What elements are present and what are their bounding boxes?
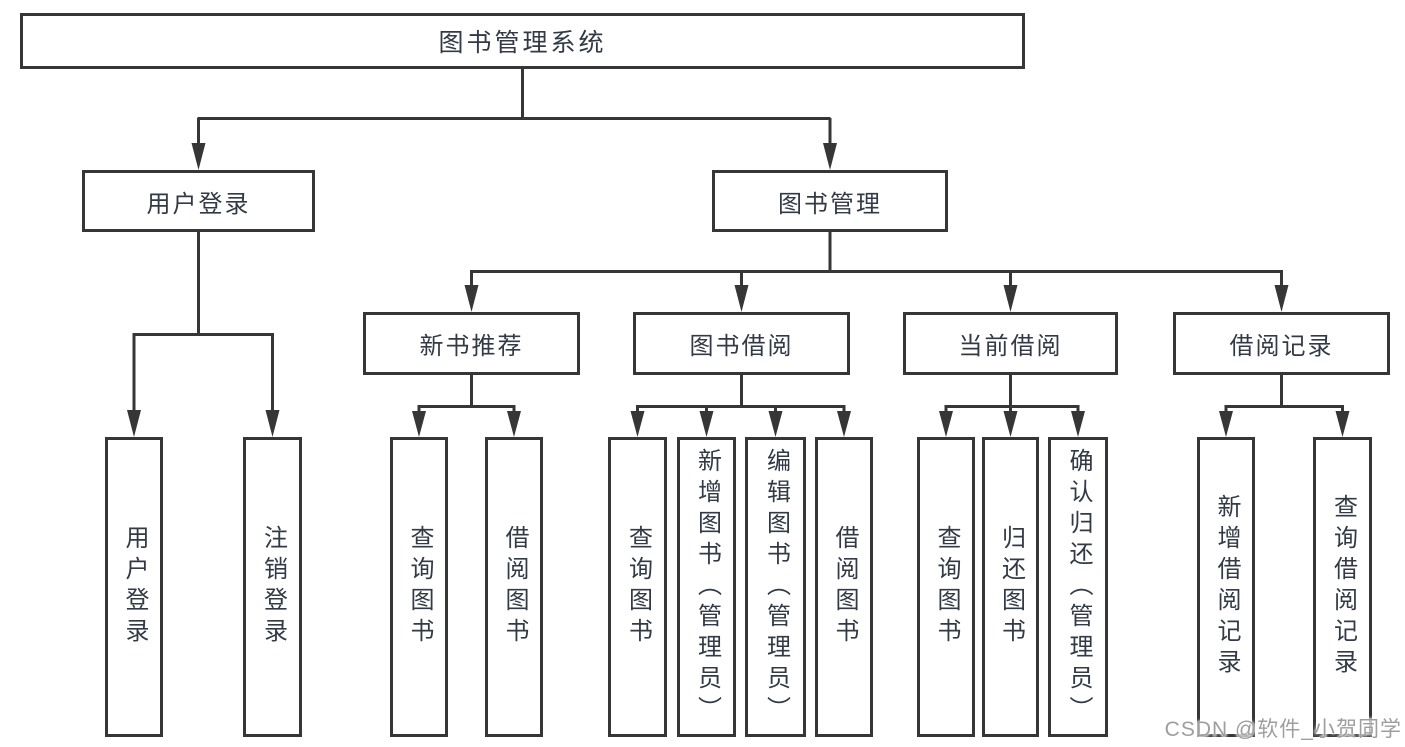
node-label: 新增图书（管理员） [693,447,721,727]
leaf-borrow-borrow: 借阅图书 [815,437,873,737]
node-root: 图书管理系统 [20,13,1025,69]
node-borrow-records: 借阅记录 [1173,312,1390,375]
node-user-login: 用户登录 [82,170,315,232]
leaf-newbook-query: 查询图书 [390,437,448,737]
leaf-borrow-edit-admin: 编辑图书（管理员） [745,437,806,737]
node-label: 归还图书 [997,525,1025,649]
node-label: 新增借阅记录 [1213,494,1240,680]
node-label: 确认归还（管理员） [1065,447,1092,727]
node-label: 借阅记录 [1229,333,1334,360]
node-label: 图书管理 [778,190,882,218]
node-label: 编辑图书（管理员） [762,447,790,727]
leaf-current-confirm-admin: 确认归还（管理员） [1048,437,1108,737]
node-book-borrow: 图书借阅 [633,312,850,375]
node-label: 注销登录 [259,525,287,649]
node-label: 图书管理系统 [438,29,607,57]
leaf-logout: 注销登录 [243,437,302,737]
node-label: 新书推荐 [419,333,524,360]
node-label: 查询借阅记录 [1329,494,1357,680]
leaf-current-return: 归还图书 [982,437,1039,737]
node-label: 查询图书 [624,525,652,649]
node-label: 借阅图书 [501,525,528,649]
node-label: 查询图书 [933,525,960,649]
node-label: 用户登录 [146,190,251,218]
leaf-records-add: 新增借阅记录 [1197,437,1255,737]
node-label: 当前借阅 [958,333,1063,360]
node-label: 图书借阅 [689,333,794,360]
node-new-book-recommend: 新书推荐 [363,312,580,375]
node-current-borrow: 当前借阅 [903,312,1118,375]
leaf-borrow-query: 查询图书 [608,437,667,737]
csdn-watermark: CSDN @软件_小贺同学 [1164,718,1402,741]
node-label: 借阅图书 [831,525,858,649]
node-label: 用户登录 [121,525,148,649]
leaf-borrow-add-admin: 新增图书（管理员） [677,437,736,737]
leaf-newbook-borrow: 借阅图书 [485,437,543,737]
leaf-current-query: 查询图书 [917,437,975,737]
leaf-records-query: 查询借阅记录 [1313,437,1372,737]
leaf-user-login: 用户登录 [105,437,163,737]
node-book-management: 图书管理 [712,170,948,232]
node-label: 查询图书 [406,525,433,649]
